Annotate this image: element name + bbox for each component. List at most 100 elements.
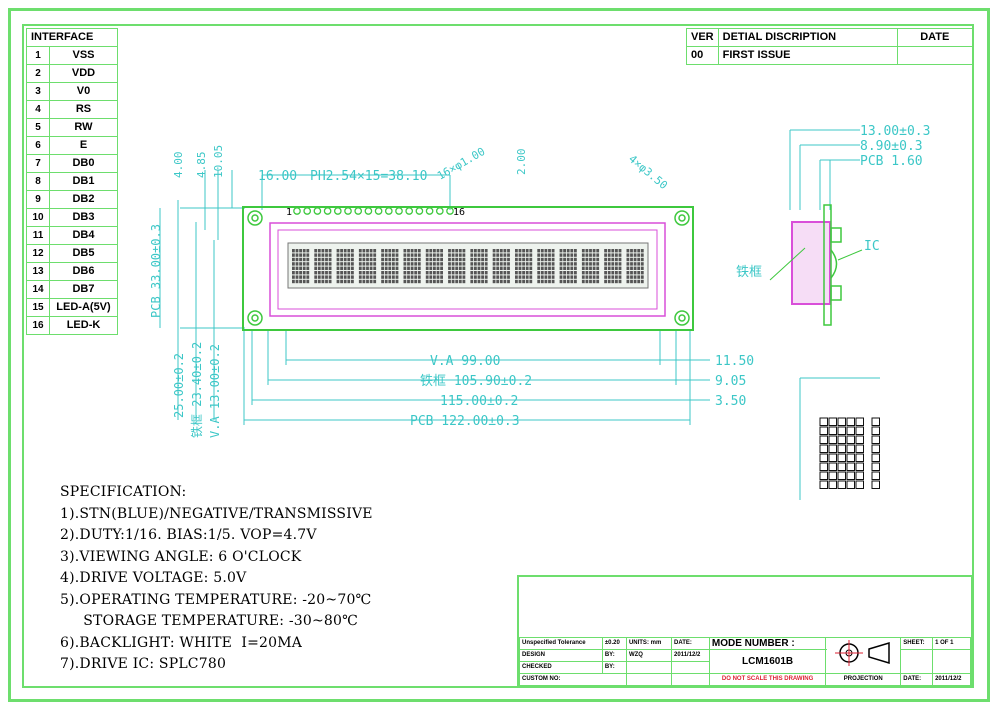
char-dot xyxy=(492,253,496,257)
rev-header-date: DATE xyxy=(896,28,974,47)
char-dot xyxy=(481,262,484,266)
char-dot xyxy=(373,275,377,279)
char-dot xyxy=(548,262,551,266)
char-dot xyxy=(340,257,343,262)
char-dot xyxy=(336,275,340,279)
char-dot xyxy=(358,279,362,284)
char-dot xyxy=(522,275,525,279)
char-dot xyxy=(566,271,570,275)
char-dot xyxy=(626,271,630,275)
label-pin-16: 16 xyxy=(453,207,465,218)
char-dot xyxy=(292,279,295,284)
char-dot xyxy=(566,249,570,253)
dot-cell xyxy=(837,444,846,453)
char-dot xyxy=(618,275,622,279)
char-dot xyxy=(366,279,369,284)
char-dot xyxy=(518,262,522,266)
char-dot xyxy=(474,253,477,257)
tb-sheet-label: SHEET: xyxy=(900,637,934,650)
char-dot xyxy=(525,262,529,266)
char-dot xyxy=(518,249,522,253)
char-dot xyxy=(425,262,429,266)
char-dot xyxy=(458,275,462,279)
char-dot xyxy=(462,253,466,257)
char-dot xyxy=(537,249,541,253)
char-dot xyxy=(306,275,310,279)
char-dot xyxy=(544,253,548,257)
char-dot xyxy=(503,262,507,266)
char-dot xyxy=(630,253,633,257)
tb-units: UNITS: mm xyxy=(625,637,673,650)
char-dot xyxy=(455,266,459,270)
dot-cell xyxy=(846,426,855,435)
char-dot xyxy=(496,257,500,262)
pin-signal: DB2 xyxy=(49,190,118,209)
char-dot xyxy=(351,266,354,270)
char-dot xyxy=(362,262,366,266)
dot-cell xyxy=(837,435,846,444)
char-dot xyxy=(477,262,481,266)
char-dot xyxy=(417,279,421,284)
char-dot xyxy=(347,253,351,257)
projection-symbol xyxy=(825,637,902,674)
char-dot xyxy=(366,257,369,262)
char-dot xyxy=(392,275,395,279)
char-dot xyxy=(470,266,474,270)
projection-icon xyxy=(835,640,890,666)
revision-table: VER DETIAL DISCRIPTION DATE 00 FIRST ISS… xyxy=(686,28,974,65)
char-dot xyxy=(458,262,462,266)
char-dot xyxy=(585,266,589,270)
dot-cell xyxy=(871,462,880,471)
char-dot xyxy=(436,262,440,266)
char-dot xyxy=(317,279,321,284)
char-dot xyxy=(384,253,388,257)
char-dot xyxy=(537,271,541,275)
char-dot xyxy=(340,275,343,279)
char-dot xyxy=(417,253,421,257)
char-dot xyxy=(570,279,574,284)
char-dot xyxy=(369,271,373,275)
char-dot xyxy=(403,249,407,253)
char-dot xyxy=(596,257,600,262)
char-dot xyxy=(340,249,343,253)
char-dot xyxy=(440,279,443,284)
char-dot xyxy=(581,271,585,275)
char-dot xyxy=(336,279,340,284)
dot-cell xyxy=(819,435,828,444)
char-dot xyxy=(321,271,325,275)
pin-hole xyxy=(293,207,301,215)
char-dot xyxy=(633,257,637,262)
char-dot xyxy=(388,262,392,266)
char-dot xyxy=(566,266,570,270)
spec-line: 1).STN(BLUE)/NEGATIVE/TRANSMISSIVE xyxy=(60,505,373,522)
char-dot xyxy=(630,249,633,253)
tb-custom: CUSTOM NO: xyxy=(519,673,627,686)
char-dot xyxy=(611,253,615,257)
char-dot xyxy=(563,253,566,257)
char-dot xyxy=(321,249,325,253)
char-dot xyxy=(615,266,618,270)
char-dot xyxy=(618,266,622,270)
char-dot xyxy=(615,262,618,266)
char-dot xyxy=(410,253,414,257)
char-dot xyxy=(548,253,551,257)
char-dot xyxy=(492,249,496,253)
char-dot xyxy=(503,253,507,257)
dot-cell xyxy=(819,480,828,489)
tb-design-date: 2011/12/2 xyxy=(671,649,710,662)
char-dot xyxy=(481,249,484,253)
tb-tolerance-label: Unspecified Tolerance xyxy=(519,637,603,650)
char-dot xyxy=(518,253,522,257)
char-dot xyxy=(551,266,555,270)
char-dot xyxy=(299,262,302,266)
char-dot xyxy=(470,249,474,253)
char-dot xyxy=(328,275,332,279)
char-dot xyxy=(414,253,418,257)
char-dot xyxy=(522,262,525,266)
char-dot xyxy=(325,257,328,262)
char-dot xyxy=(328,279,332,284)
char-dot xyxy=(425,279,429,284)
char-dot xyxy=(448,271,451,275)
char-dot xyxy=(436,279,440,284)
